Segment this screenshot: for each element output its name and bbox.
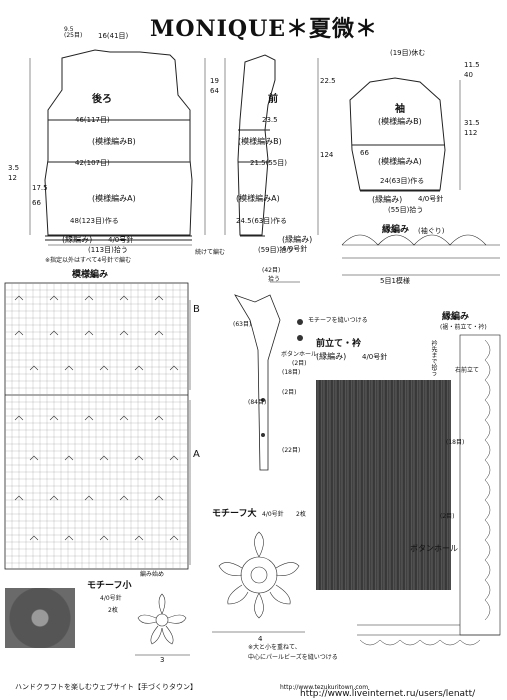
motif-note-2: 中心にパールビーズを縫いつける — [248, 654, 338, 661]
dim-12: 12 — [8, 174, 17, 182]
dim-22-5: 22.5 — [320, 77, 336, 85]
footer-watermark[interactable]: http://www.liveinternet.ru/users/lenatt/ — [300, 689, 476, 699]
front-pattern-b: (模様編みB) — [238, 137, 282, 146]
collar-18-stitches: (18目) — [282, 369, 301, 376]
back-pattern-a: (模様編みA) — [92, 194, 136, 203]
dim-3-5: 3.5 — [8, 164, 20, 172]
sleeve-width-bottom: (55目)拾う — [388, 206, 424, 214]
collar-button-hole-count: (2目) — [292, 360, 307, 367]
sleeve-label: 袖 — [395, 104, 405, 115]
sleeve-pattern-a: (模様編みA) — [378, 157, 422, 166]
motif-note-1: ※大と小を重ねて、 — [248, 644, 301, 651]
collar-border: (縁編み) — [316, 352, 347, 361]
large-motif-size: 4 — [258, 635, 263, 643]
right-2-stitches: (2目) — [440, 513, 455, 520]
front-pattern-a: (模様編みA) — [236, 194, 280, 203]
repeat-note: 5目1模様 — [380, 277, 410, 285]
collar-84-stitches: (84目) — [248, 399, 267, 406]
dim-64: 64 — [210, 87, 219, 95]
large-motif-diagram — [218, 531, 300, 619]
sleeve-width-top: (19目)休む — [390, 49, 426, 57]
border-title: 縁編み — [382, 225, 410, 235]
large-motif-hook: 4/0号針 — [262, 511, 284, 518]
right-button-hole: ボタンホール — [410, 544, 458, 553]
collar-22-stitches: (22目) — [282, 447, 301, 454]
footer-site-text: ハンドクラフトを楽しむウェブサイト【手づくりタウン】 — [15, 683, 197, 691]
sleeve-pattern-b: (模様編みB) — [378, 117, 422, 126]
front-width-bottom: 24.5(63目)作る — [236, 217, 287, 225]
continue-note: 続けて編む — [195, 249, 226, 256]
dim-11-5: 11.5 — [464, 61, 480, 69]
front-label: 前 — [268, 94, 278, 105]
sleeve-border: (縁編み) — [372, 195, 403, 204]
back-width-top: 46(117目) — [75, 116, 110, 124]
collar-2-stitches: (2目) — [282, 389, 297, 396]
front-border-hook: 4/0号針 — [282, 245, 308, 253]
small-motif-qty: 2枚 — [108, 607, 118, 614]
dim-19: 19 — [210, 77, 219, 85]
right-border-title: 縁編み — [442, 312, 470, 322]
dim-124: 124 — [320, 151, 334, 159]
section-a-marker: A — [193, 449, 200, 460]
front-width-mid: 21.5(55目) — [250, 159, 287, 167]
collar-pickup: 拾う — [268, 276, 281, 283]
footer-url[interactable]: http://www.tezukuritown.com — [280, 684, 369, 691]
back-border-hook: 4/0号針 — [108, 236, 134, 244]
collar-button-hole: ボタンホール — [281, 351, 318, 358]
collar-hook: 4/0号針 — [362, 353, 388, 361]
section-b-marker: B — [193, 304, 200, 315]
right-front-edge: 右前立て — [455, 367, 480, 374]
collar-42-stitches: (42目) — [262, 267, 281, 274]
dim-31-5: 31.5 — [464, 119, 480, 127]
border-subtitle: (袖ぐり) — [418, 227, 445, 235]
small-motif-hook: 4/0号針 — [100, 595, 122, 602]
dim-66-sleeve: 66 — [360, 149, 369, 157]
back-label: 後ろ — [92, 94, 112, 105]
front-border: (縁編み) — [282, 235, 313, 244]
start-note: 編み始め — [140, 571, 165, 578]
pattern-chart-title: 模様編み — [72, 270, 109, 280]
collar-motif-note: モチーフを縫いつける — [308, 317, 368, 324]
small-motif-diagram — [137, 593, 187, 645]
front-width-top: 23.5 — [262, 116, 278, 124]
back-shoulder-width: 16(41目) — [98, 32, 129, 40]
right-18-stitches: (18目) — [446, 439, 465, 446]
dim-40: 40 — [464, 71, 473, 79]
right-top-note: 衿先まで拾う — [430, 340, 437, 376]
dim-17-5: 17.5 — [32, 184, 48, 192]
small-motif-title: モチーフ小 — [87, 581, 132, 591]
collar-title: 前立て・衿 — [316, 339, 362, 349]
knit-swatch-photo — [316, 380, 451, 590]
dim-66: 66 — [32, 199, 41, 207]
back-width-bottom: 48(123目)作る — [70, 217, 119, 225]
back-width-mid: 42(107目) — [75, 159, 110, 167]
large-motif-title: モチーフ大 — [212, 509, 257, 519]
back-pattern-b: (模様編みB) — [92, 137, 136, 146]
back-pickup-note: (113目)拾う — [88, 246, 128, 254]
dim-112: 112 — [464, 129, 478, 137]
collar-63-stitches: (63目) — [233, 321, 252, 328]
sleeve-width-mid: 24(63目)作る — [380, 177, 425, 185]
large-motif-qty: 2枚 — [296, 511, 306, 518]
sleeve-border-hook: 4/0号針 — [418, 195, 444, 203]
back-border: (縁編み) — [62, 235, 93, 244]
right-border-subtitle: (裾・前立て・衿) — [440, 324, 487, 331]
small-motif-photo — [5, 588, 75, 648]
needle-note: ※指定以外はすべて4号針で編む — [45, 257, 132, 264]
small-motif-size: 3 — [160, 656, 165, 664]
page-title: MONIQUE＊夏微＊ — [150, 16, 379, 42]
front-pickup: (59目)拾う — [258, 246, 294, 254]
back-neck-drop: 9.5 (25目) — [64, 26, 83, 39]
